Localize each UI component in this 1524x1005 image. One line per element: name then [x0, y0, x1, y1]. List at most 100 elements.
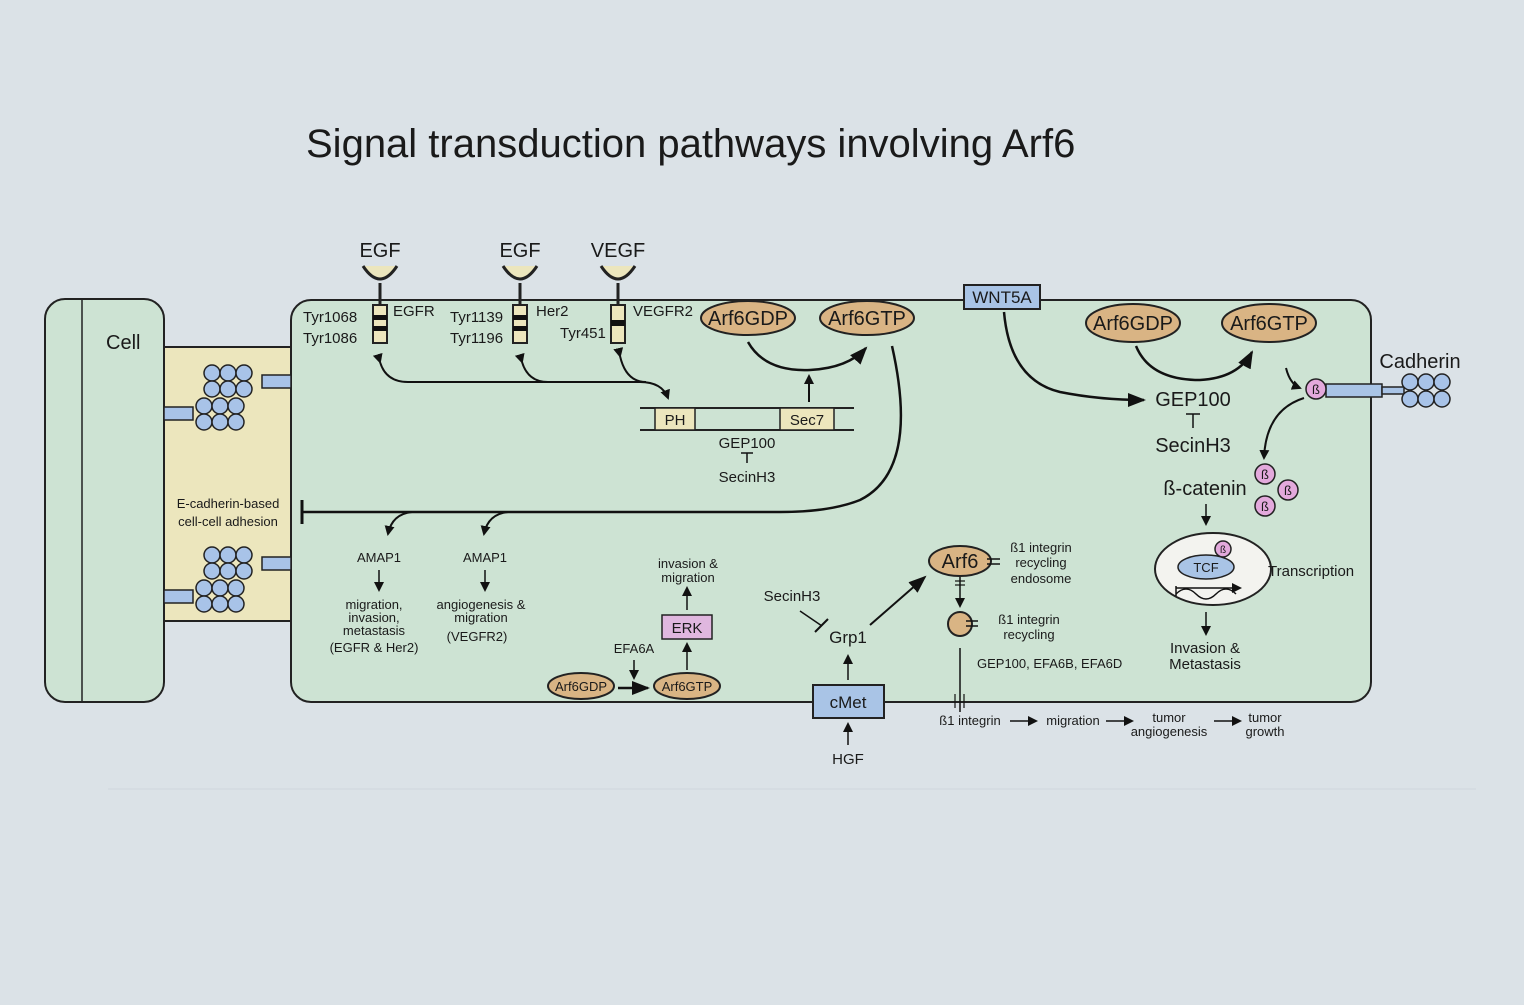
- wnt-outcome-line1: Invasion &: [1170, 640, 1240, 657]
- her2-ligand-label: EGF: [499, 240, 540, 262]
- arf6-integrin: [928, 545, 992, 577]
- secinh3-left-label: SecinH3: [719, 469, 776, 486]
- hgf-label: HGF: [832, 751, 864, 768]
- arf6gtp-left: [819, 300, 915, 336]
- recycling-line1: ß1 integrin: [998, 612, 1059, 627]
- amap1-left-outcome2: invasion,: [348, 610, 399, 625]
- beta-release-arrow: [1259, 397, 1305, 460]
- egfr-band: [373, 315, 387, 320]
- erk-outcome-line1: invasion &: [658, 556, 718, 571]
- amap1-left-outcome1: migration,: [345, 597, 402, 612]
- gep100-right-label: GEP100: [1155, 389, 1231, 411]
- endosome-line3: endosome: [1011, 571, 1072, 586]
- integrin-gefs-label: GEP100, EFA6B, EFA6D: [977, 656, 1122, 671]
- tcf: [1177, 554, 1235, 580]
- secinh3-grp1-bar: [814, 618, 829, 633]
- arf6gtp-erk-label: Arf6GTP: [662, 679, 713, 694]
- arf6-integrin-label: Arf6: [942, 551, 979, 573]
- arf6gdp-right-label: Arf6GDP: [1093, 313, 1173, 335]
- vegfr2-ligand-cup: [599, 265, 637, 281]
- endosome-line1: ß1 integrin: [1010, 540, 1071, 555]
- chain-tumor-2: tumor: [1248, 710, 1282, 725]
- transcription-label: Transcription: [1268, 563, 1354, 580]
- her2-ligand-cup: [501, 265, 539, 281]
- arf6gdp-erk-label: Arf6GDP: [555, 679, 607, 694]
- egfr-band: [373, 326, 387, 331]
- grp1-label: Grp1: [829, 628, 867, 647]
- her2-name: Her2: [536, 303, 569, 320]
- vegf-ligand-label: VEGF: [591, 240, 645, 262]
- beta-free-label: ß: [1261, 467, 1269, 482]
- adhesion-label-line2: cell-cell adhesion: [178, 514, 278, 529]
- diagram-title: Signal transduction pathways involving A…: [306, 122, 1075, 166]
- arf6gtp-inhibition-line: [302, 345, 903, 514]
- ph-domain: [654, 407, 696, 431]
- arf6gdp-erk: [547, 672, 615, 700]
- beta-nuclear-label: ß: [1220, 545, 1226, 556]
- erk-label: ERK: [672, 620, 703, 637]
- vegfr2-name: VEGFR2: [633, 303, 693, 320]
- recycling-line2: recycling: [1003, 627, 1054, 642]
- beta-catenin-label: ß-catenin: [1163, 478, 1246, 500]
- amap1-right-outcome2: migration: [454, 610, 507, 625]
- beta-catenin-free: [1254, 463, 1276, 485]
- neighbor-cell-label: Cell: [106, 332, 140, 354]
- egfr-site1: Tyr1068: [303, 309, 357, 326]
- beta-catenin-free: [1277, 479, 1299, 501]
- cadherin-right: [1325, 373, 1451, 408]
- amap1-left-outcome3: metastasis: [343, 623, 406, 638]
- her2-band: [513, 326, 527, 331]
- arf6gdp-left-label: Arf6GDP: [708, 308, 788, 330]
- beta-catenin-free: [1254, 495, 1276, 517]
- beta-free-label: ß: [1261, 499, 1269, 514]
- amap1-left-outcome4: (EGFR & Her2): [330, 640, 419, 655]
- adhesion-label-line1: E-cadherin-based: [177, 496, 280, 511]
- her2-site1: Tyr1139: [450, 309, 503, 326]
- branch-to-amap1-right: [480, 511, 509, 536]
- gdp-to-gtp-arrow-left: [746, 341, 868, 372]
- gep100-label: GEP100: [719, 435, 776, 452]
- amap1-right-label: AMAP1: [463, 550, 507, 565]
- chain-growth: growth: [1245, 724, 1284, 739]
- arf6gtp-right: [1221, 303, 1317, 343]
- amap1-right-outcome1: angiogenesis &: [437, 597, 526, 612]
- chain-tumor-1: tumor: [1152, 710, 1186, 725]
- beta-bound-label: ß: [1312, 382, 1320, 397]
- vegfr2-to-ph-arrow: [613, 347, 647, 383]
- chain-angiogenesis: angiogenesis: [1131, 724, 1208, 739]
- beta-catenin-bound: [1305, 378, 1327, 400]
- efa6a-label: EFA6A: [614, 641, 655, 656]
- arf6gtp-to-cadherin-arrow: [1285, 367, 1302, 390]
- erk-outcome-line2: migration: [661, 570, 714, 585]
- secinh3-right-label: SecinH3: [1155, 435, 1231, 457]
- wnt5a-to-gep100-arrow: [1002, 311, 1146, 407]
- gdp-to-gtp-arrow-right: [1134, 345, 1254, 382]
- arf6gdp-right: [1085, 303, 1181, 343]
- cadherin-cluster-upper: [163, 364, 292, 431]
- egfr-ligand-cup: [361, 265, 399, 281]
- ph-domain-label: PH: [665, 412, 686, 429]
- vegfr2-site1: Tyr451: [560, 325, 606, 342]
- her2-site2: Tyr1196: [450, 330, 503, 347]
- beta-free-label: ß: [1284, 483, 1292, 498]
- egfr-site2: Tyr1086: [303, 330, 357, 347]
- secinh3-grp1-label: SecinH3: [764, 588, 821, 605]
- her2-to-ph-arrow: [514, 352, 549, 383]
- secinh3-grp1-line: [799, 610, 823, 627]
- egf-ligand-label: EGF: [359, 240, 400, 262]
- cmet-label: cMet: [830, 693, 867, 712]
- her2-band: [513, 315, 527, 320]
- arf6gtp-right-label: Arf6GTP: [1230, 313, 1308, 335]
- arf6gtp-erk: [653, 672, 721, 700]
- egfr-receptor: [372, 304, 388, 344]
- wnt5a-box: [963, 284, 1041, 310]
- endosome-line2: recycling: [1015, 555, 1066, 570]
- tcf-label: TCF: [1193, 560, 1218, 575]
- recycling-vesicle: [947, 611, 973, 637]
- beta-catenin-nuclear: [1214, 540, 1232, 558]
- erk-box: [661, 614, 713, 640]
- her2-receptor: [512, 304, 528, 344]
- branch-to-amap1-left: [384, 511, 413, 536]
